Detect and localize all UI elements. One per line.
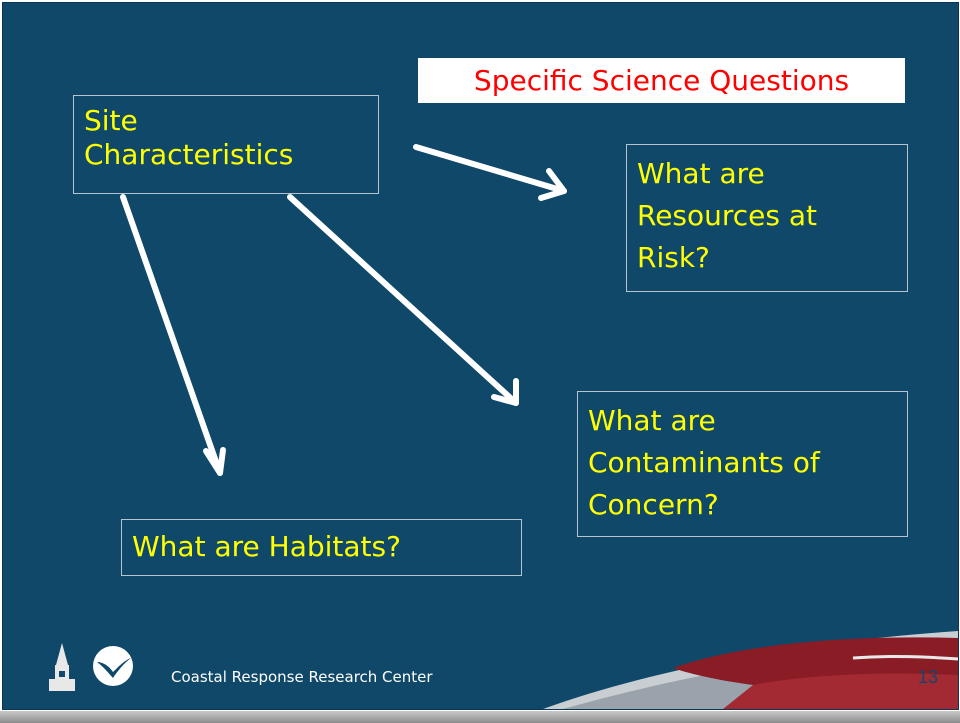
wave-banner-graphic	[543, 631, 958, 709]
footer-organization-name: Coastal Response Research Center	[171, 668, 433, 686]
habitats-box: What are Habitats?	[121, 519, 522, 576]
slide: Specific Science Questions Site Characte…	[2, 2, 959, 710]
arrow-to-contaminants	[287, 194, 519, 406]
tower-logo-icon	[49, 643, 75, 691]
contaminants-line-1: What are	[588, 404, 716, 437]
resources-line-1: What are	[637, 157, 765, 190]
arrow-to-habitats	[120, 194, 226, 476]
contaminants-line-2: Contaminants of	[588, 446, 820, 479]
site-characteristics-box: Site Characteristics	[73, 95, 379, 194]
slide-title: Specific Science Questions	[418, 58, 905, 103]
slide-page-number: 13	[918, 667, 939, 687]
bottom-strip	[0, 711, 960, 723]
resources-line-3: Risk?	[637, 241, 710, 274]
contaminants-line-3: Concern?	[588, 488, 719, 521]
resources-at-risk-box: What are Resources at Risk?	[626, 144, 908, 292]
site-characteristics-line-1: Site	[84, 104, 138, 137]
habitats-line-1: What are Habitats?	[132, 530, 401, 563]
contaminants-of-concern-box: What are Contaminants of Concern?	[577, 391, 908, 537]
resources-line-2: Resources at	[637, 199, 818, 232]
noaa-logo-icon	[93, 646, 133, 686]
site-characteristics-line-2: Characteristics	[84, 138, 294, 171]
arrow-to-resources	[413, 144, 567, 201]
